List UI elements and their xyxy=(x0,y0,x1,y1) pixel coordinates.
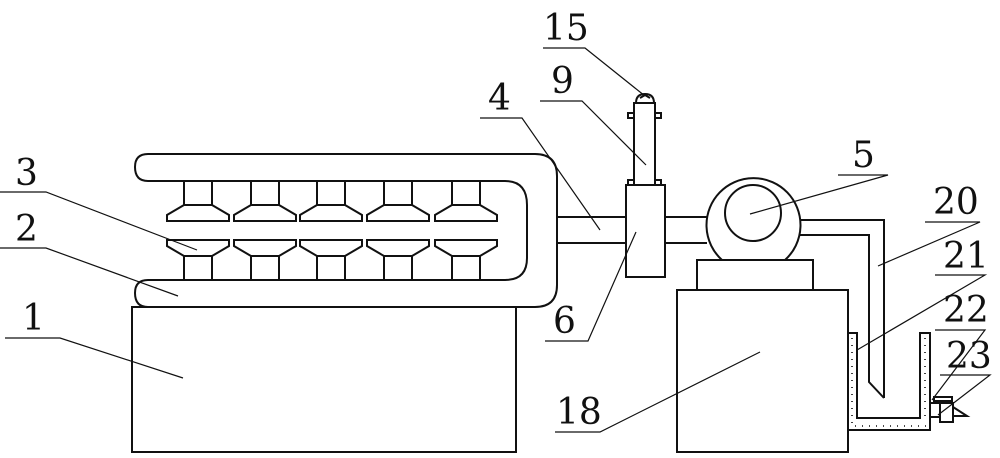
nozzle-top xyxy=(366,182,430,222)
valve-handle xyxy=(933,396,953,402)
label-20: 20 xyxy=(933,182,979,223)
label-23: 23 xyxy=(946,336,992,377)
label-22: 22 xyxy=(943,290,989,331)
base-box-1 xyxy=(131,306,517,453)
label-18: 18 xyxy=(556,392,602,433)
label-4: 4 xyxy=(488,78,511,119)
label-2: 2 xyxy=(15,209,38,250)
u-shaped-tube-2 xyxy=(133,153,558,308)
tube-9 xyxy=(633,102,656,186)
pipe-4 xyxy=(557,216,707,244)
nozzle-bottom xyxy=(434,239,498,280)
valve-23 xyxy=(939,402,954,423)
housing-6 xyxy=(625,184,666,278)
fan-impeller xyxy=(724,184,782,242)
label-3: 3 xyxy=(15,153,38,194)
spout xyxy=(952,406,971,417)
label-6: 6 xyxy=(553,301,576,342)
fan-stand xyxy=(696,259,814,291)
label-21: 21 xyxy=(943,236,989,277)
nozzle-top xyxy=(299,182,363,222)
nozzle-rows-3 xyxy=(166,182,498,280)
box-18 xyxy=(676,289,849,453)
nozzle-bottom xyxy=(299,239,363,280)
leader-lines xyxy=(0,47,992,433)
nozzle-bottom xyxy=(366,239,430,280)
fan-housing-5 xyxy=(705,177,802,261)
nozzle-top xyxy=(434,182,498,222)
nozzle-top xyxy=(166,182,230,222)
label-5: 5 xyxy=(852,135,875,176)
pipe-20 xyxy=(799,219,885,399)
label-15: 15 xyxy=(543,8,589,49)
tube-tabs xyxy=(627,112,662,186)
label-1: 1 xyxy=(22,298,45,339)
container-lining xyxy=(851,338,926,427)
nozzle-bottom xyxy=(233,239,297,280)
nozzle-bottom xyxy=(166,239,230,280)
cap-15 xyxy=(634,92,656,104)
label-9: 9 xyxy=(551,61,574,102)
nozzle-top xyxy=(233,182,297,222)
